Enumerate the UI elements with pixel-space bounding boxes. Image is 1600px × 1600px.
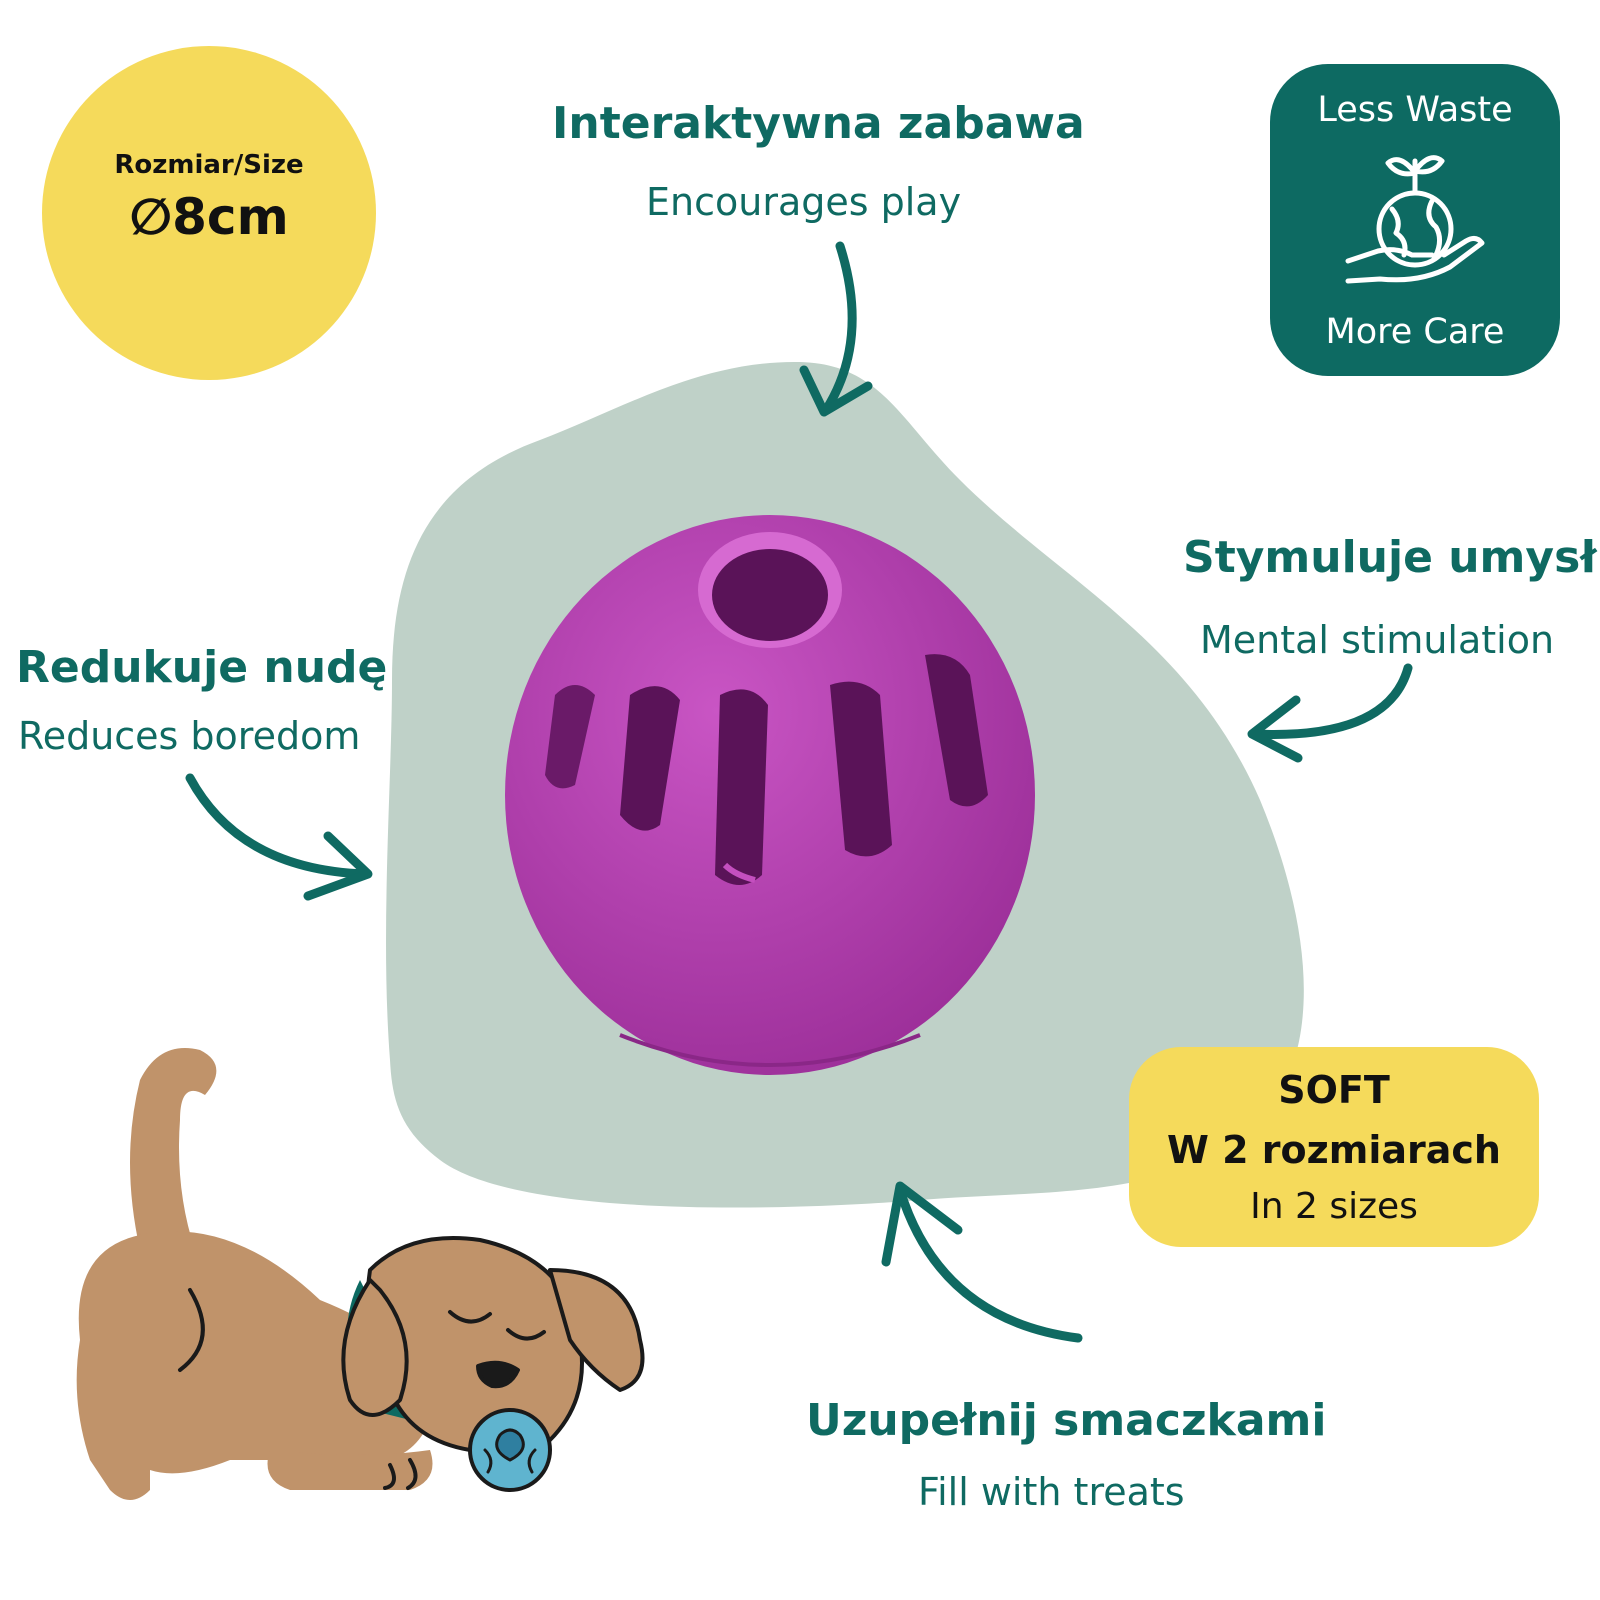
- arrow-right-icon: [185, 773, 373, 901]
- feature-mind-subtitle: Mental stimulation: [1200, 618, 1555, 662]
- soft-line-2: W 2 rozmiarach: [1166, 1127, 1501, 1172]
- dog-illustration: [76, 1048, 645, 1500]
- feature-treats-subtitle: Fill with treats: [918, 1470, 1185, 1514]
- arrow-left-icon: [1247, 663, 1413, 763]
- soft-line-1: SOFT: [1278, 1067, 1390, 1112]
- arrow-down-icon: [799, 241, 873, 417]
- feature-mind-title: Stymuluje umysł: [1183, 532, 1597, 583]
- treat-ball-image: [505, 515, 1035, 1075]
- feature-play-title: Interaktywna zabawa: [552, 98, 1085, 149]
- earth-in-hand-icon: [1345, 155, 1485, 284]
- soft-line-3: In 2 sizes: [1250, 1185, 1418, 1227]
- eco-top-text: Less Waste: [1317, 90, 1513, 130]
- arrow-up-icon: [881, 1181, 1083, 1343]
- feature-boredom-subtitle: Reduces boredom: [18, 714, 361, 758]
- feature-play-subtitle: Encourages play: [646, 180, 962, 224]
- size-label: Rozmiar/Size: [114, 150, 304, 180]
- size-value: ∅8cm: [129, 188, 289, 246]
- size-badge: Rozmiar/Size ∅8cm: [42, 46, 376, 380]
- soft-badge: SOFT W 2 rozmiarach In 2 sizes: [1129, 1047, 1539, 1247]
- feature-treats-title: Uzupełnij smaczkami: [806, 1395, 1327, 1446]
- feature-boredom-title: Redukuje nudę: [16, 642, 388, 693]
- eco-bottom-text: More Care: [1325, 312, 1505, 352]
- eco-badge: Less Waste More Care: [1270, 64, 1560, 376]
